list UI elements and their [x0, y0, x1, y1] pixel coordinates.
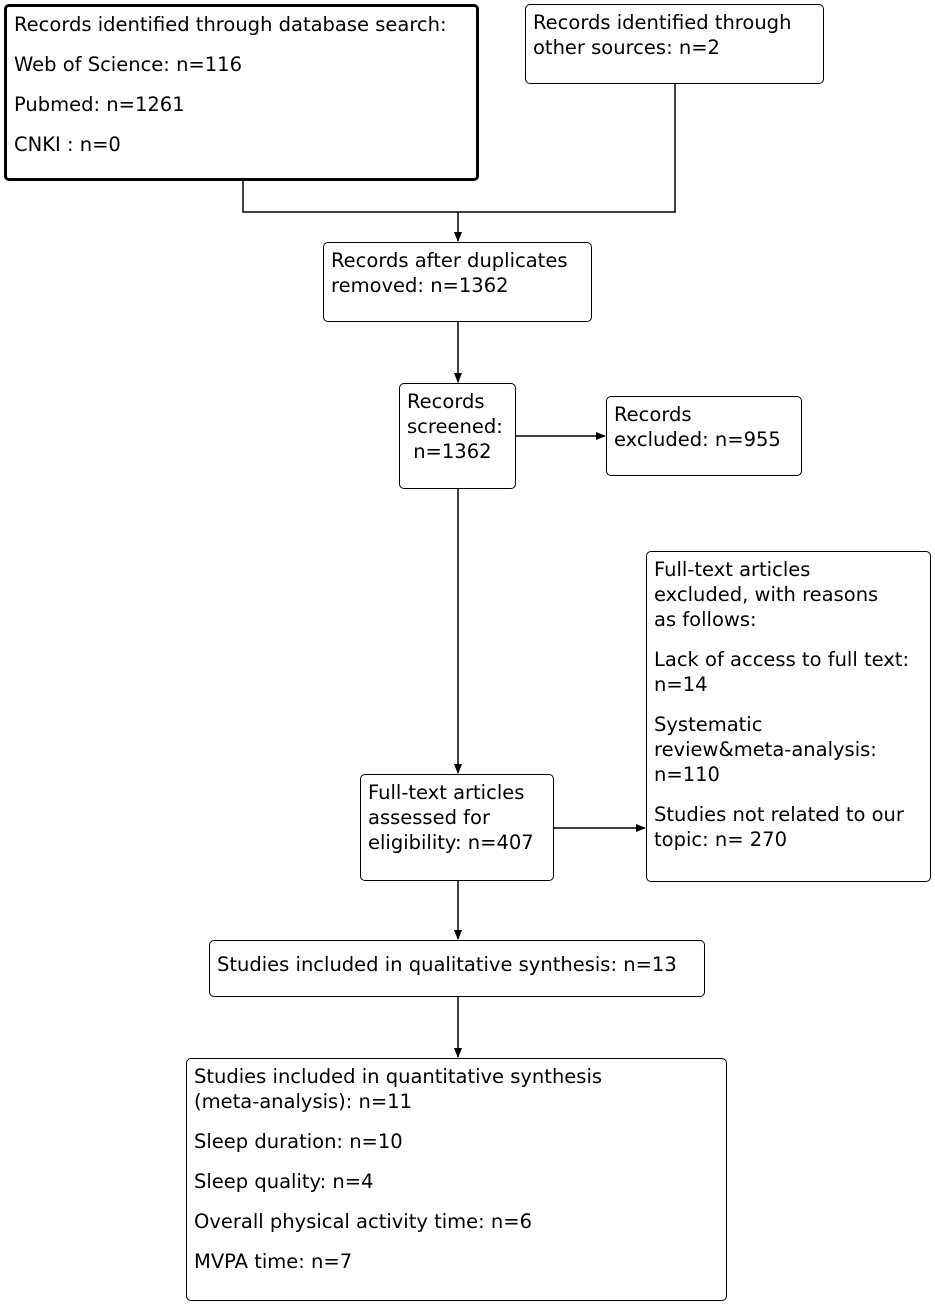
database-search-heading: Records identified through database sear…: [14, 13, 447, 36]
fulltext-excluded-box: Full-text articles excluded, with reason…: [646, 551, 931, 882]
systematic-review-count: n=110: [654, 763, 720, 786]
records-excluded-box: Records excluded: n=955: [606, 396, 802, 476]
other-sources-box: Records identified through other sources…: [525, 4, 824, 84]
web-of-science-count: Web of Science: n=116: [14, 53, 242, 76]
systematic-review-label-2: review&meta-analysis:: [654, 738, 877, 761]
after-duplicates-line-2: removed: n=1362: [331, 274, 509, 297]
fulltext-assessed-line-3: eligibility: n=407: [368, 831, 534, 854]
quantitative-synthesis-line-2: (meta-analysis): n=11: [194, 1090, 413, 1113]
lack-of-access-label: Lack of access to full text:: [654, 648, 910, 671]
fulltext-assessed-line-2: assessed for: [368, 806, 490, 829]
quantitative-synthesis-box: Studies included in quantitative synthes…: [186, 1058, 727, 1301]
sleep-duration-count: Sleep duration: n=10: [194, 1130, 403, 1153]
fulltext-assessed-box: Full-text articles assessed for eligibil…: [360, 774, 554, 881]
other-sources-line-2: other sources: n=2: [533, 36, 720, 59]
screened-line-1: Records: [407, 390, 485, 413]
physical-activity-count: Overall physical activity time: n=6: [194, 1210, 533, 1233]
after-duplicates-line-1: Records after duplicates: [331, 249, 568, 272]
database-search-box: Records identified through database sear…: [4, 4, 479, 181]
pubmed-count: Pubmed: n=1261: [14, 93, 185, 116]
systematic-review-label-1: Systematic: [654, 713, 763, 736]
excluded-line-1: Records: [614, 403, 692, 426]
cnki-count: CNKI : n=0: [14, 133, 121, 156]
fulltext-excluded-line-1: Full-text articles: [654, 558, 811, 581]
qualitative-synthesis-label: Studies included in qualitative synthesi…: [217, 953, 677, 976]
screened-line-3: n=1362: [407, 440, 492, 463]
excluded-line-2: excluded: n=955: [614, 428, 781, 451]
quantitative-synthesis-line-1: Studies included in quantitative synthes…: [194, 1065, 603, 1088]
lack-of-access-count: n=14: [654, 673, 708, 696]
connector-database-merge: [242, 180, 458, 213]
mvpa-time-count: MVPA time: n=7: [194, 1250, 353, 1273]
not-related-count: topic: n= 270: [654, 828, 787, 851]
other-sources-line-1: Records identified through: [533, 11, 792, 34]
fulltext-assessed-line-1: Full-text articles: [368, 781, 525, 804]
not-related-label: Studies not related to our: [654, 803, 904, 826]
fulltext-excluded-line-3: as follows:: [654, 608, 757, 631]
screened-line-2: screened:: [407, 415, 503, 438]
sleep-quality-count: Sleep quality: n=4: [194, 1170, 374, 1193]
qualitative-synthesis-box: Studies included in qualitative synthesi…: [209, 940, 705, 997]
records-screened-box: Records screened: n=1362: [399, 383, 516, 489]
fulltext-excluded-line-2: excluded, with reasons: [654, 583, 879, 606]
after-duplicates-box: Records after duplicates removed: n=1362: [323, 242, 592, 322]
connector-other-sources-merge: [458, 84, 676, 213]
